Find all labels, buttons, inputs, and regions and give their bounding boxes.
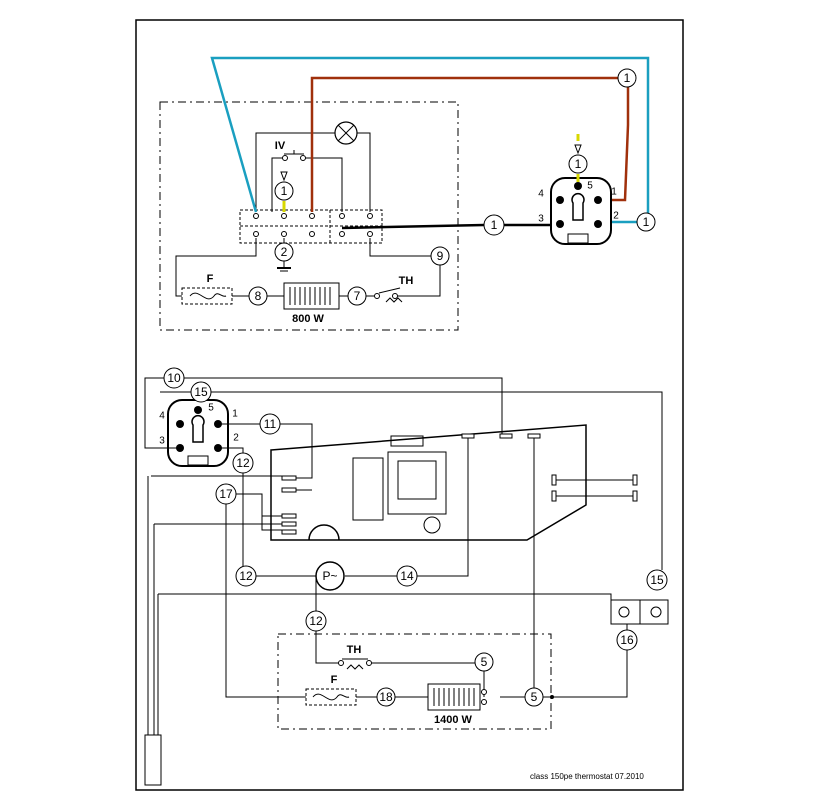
fuse-label: F xyxy=(207,273,214,285)
svg-text:5: 5 xyxy=(481,655,488,669)
black-wire-number: 1 xyxy=(491,218,498,232)
svg-text:14: 14 xyxy=(400,569,414,583)
lamp-input-marker xyxy=(274,181,294,201)
therm-loop-wire xyxy=(398,265,441,297)
svg-text:2: 2 xyxy=(233,433,239,444)
lower-enclosure xyxy=(277,633,552,730)
brown-wire xyxy=(310,76,618,212)
lower-thermostat-label: TH xyxy=(347,644,362,656)
lamp-input-number: 1 xyxy=(281,184,288,198)
cyan-end-marker xyxy=(636,212,656,232)
lamp-wire xyxy=(255,132,335,212)
lower-fuse-label: F xyxy=(331,674,338,686)
socket-top-number: 1 xyxy=(575,157,582,171)
black-wire-marker xyxy=(483,214,505,236)
thermostat-icon: TH xyxy=(374,275,414,303)
arrow-up-icon-2 xyxy=(280,171,288,182)
lower-wires xyxy=(144,377,663,698)
therm-link-number: 7 xyxy=(354,289,361,303)
page-border xyxy=(135,19,684,791)
upper-socket: 5 1 4 3 2 xyxy=(538,177,619,245)
fuse-icon: F xyxy=(181,273,233,305)
svg-text:12: 12 xyxy=(239,569,253,583)
cyan-end-number: 1 xyxy=(643,215,650,229)
svg-text:11: 11 xyxy=(264,417,277,431)
pump-icon xyxy=(315,561,345,591)
svg-text:16: 16 xyxy=(620,633,634,647)
svg-text:5: 5 xyxy=(208,403,214,414)
lamp-wire-right xyxy=(357,132,371,212)
svg-text:18: 18 xyxy=(379,690,393,704)
svg-text:3: 3 xyxy=(538,214,544,225)
svg-text:5: 5 xyxy=(587,181,593,192)
switch-label: IV xyxy=(275,140,286,152)
loop-number: 9 xyxy=(437,249,444,263)
lower-fuse-icon: F xyxy=(305,674,357,706)
footer-caption: class 150pe thermostat 07.2010 xyxy=(530,772,644,781)
junction-dot xyxy=(550,695,554,699)
lower-markers: 10 15 11 12 17 12 14 12 15 16 5 18 5 xyxy=(163,367,668,707)
svg-text:15: 15 xyxy=(194,385,208,399)
control-board xyxy=(270,424,587,541)
lower-heater-label: 1400 W xyxy=(434,714,473,726)
outlet-block xyxy=(610,599,669,625)
cyan-wire xyxy=(210,56,650,222)
lower-thermostat-icon: TH xyxy=(338,644,372,670)
svg-text:15: 15 xyxy=(650,573,664,587)
svg-text:17: 17 xyxy=(219,487,233,501)
black-wire xyxy=(341,223,485,230)
ground-number: 2 xyxy=(281,245,288,259)
fuse-wire xyxy=(175,238,257,297)
lower-heater-icon: 1400 W xyxy=(427,683,487,726)
loop-back-wire xyxy=(369,238,431,257)
svg-text:4: 4 xyxy=(538,189,544,200)
mains-cable xyxy=(144,476,162,786)
switch-iv: IV xyxy=(271,140,343,212)
socket-arrow-up-icon xyxy=(574,144,582,155)
svg-text:3: 3 xyxy=(159,436,165,447)
svg-text:12: 12 xyxy=(236,456,250,470)
svg-text:1: 1 xyxy=(611,187,617,198)
heater-label: 800 W xyxy=(292,313,324,325)
svg-text:5: 5 xyxy=(531,690,538,704)
heater-element-icon: 800 W xyxy=(283,282,340,325)
lower-socket: 5 1 4 3 2 xyxy=(159,399,239,467)
lamp-icon xyxy=(334,121,358,145)
upper-enclosure xyxy=(159,101,459,331)
svg-text:1: 1 xyxy=(232,409,238,420)
svg-text:2: 2 xyxy=(613,211,619,222)
right-top-marker xyxy=(617,68,637,88)
upper-section: IV 1 2 F 8 800 W xyxy=(159,56,656,331)
svg-text:12: 12 xyxy=(309,614,323,628)
svg-text:10: 10 xyxy=(167,371,181,385)
svg-text:4: 4 xyxy=(159,411,165,422)
ground-icon xyxy=(277,261,291,272)
lower-section: 5 1 4 3 2 xyxy=(144,367,669,786)
fuse-link-number: 8 xyxy=(255,289,262,303)
pump-label: P~ xyxy=(322,569,337,583)
right-top-number: 1 xyxy=(624,71,631,85)
socket-top-marker xyxy=(568,154,588,174)
thermostat-label: TH xyxy=(399,275,414,287)
